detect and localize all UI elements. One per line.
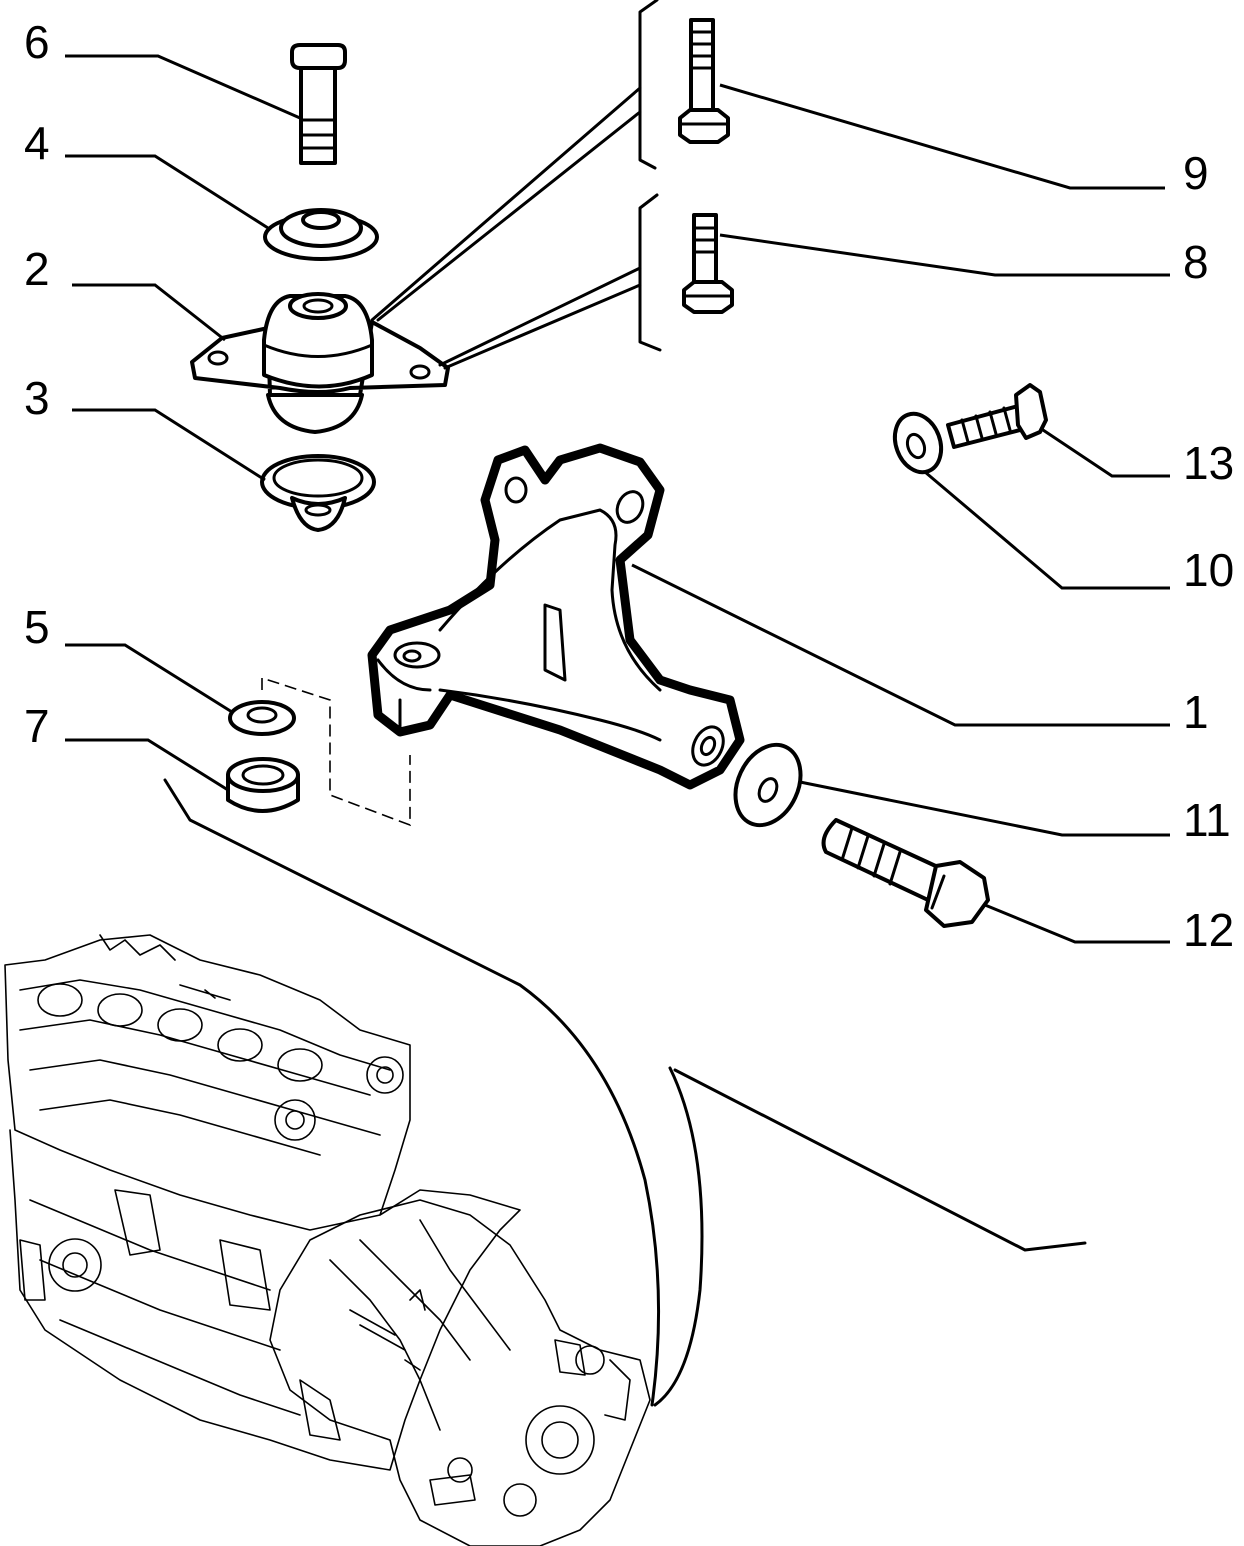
engine-leader-line	[673, 1068, 1087, 1252]
callout-8: 8	[1183, 236, 1209, 288]
mount-leader-upper-b	[376, 110, 642, 322]
mount-leader-upper-a	[370, 86, 642, 322]
part-4-cap-washer	[263, 208, 379, 261]
leader-11	[799, 780, 1170, 837]
leader-8	[719, 233, 1170, 277]
part-11-washer	[733, 742, 803, 828]
mount-leader-lower-a	[438, 266, 642, 367]
leader-9	[719, 83, 1165, 190]
part-5-washer	[228, 700, 296, 736]
leader-5	[65, 643, 233, 714]
engine-leader-curve-right	[653, 1066, 704, 1407]
callout-2: 2	[24, 243, 50, 295]
bracket-upper	[638, 0, 659, 170]
part-7-bushing	[226, 757, 300, 813]
part-2-engine-mount	[190, 292, 450, 434]
part-8-bolt	[682, 213, 734, 314]
callout-10: 10	[1183, 544, 1234, 596]
leader-4	[65, 154, 269, 230]
callout-6: 6	[24, 16, 50, 68]
callout-13: 13	[1183, 437, 1234, 489]
leader-2	[72, 283, 226, 342]
callout-9: 9	[1183, 147, 1209, 199]
part-10-washer	[892, 411, 944, 475]
callout-1: 1	[1183, 686, 1209, 738]
callout-4: 4	[24, 117, 50, 169]
part-13-bolt	[946, 383, 1048, 449]
leader-6	[65, 54, 301, 120]
callout-12: 12	[1183, 904, 1234, 956]
part-1-support-arm	[367, 443, 745, 790]
leader-7	[65, 738, 229, 792]
part-5-assembly-line	[261, 676, 411, 827]
engine-illustration	[4, 934, 651, 1546]
part-9-bolt	[678, 18, 730, 144]
mount-leader-lower-b	[443, 283, 642, 370]
callout-3: 3	[24, 372, 50, 424]
callout-7: 7	[24, 700, 50, 752]
bracket-lower	[638, 193, 662, 352]
part-6-bolt	[290, 43, 347, 165]
leader-3	[72, 408, 266, 482]
part-3-lower-cup	[260, 454, 376, 532]
callout-5: 5	[24, 601, 50, 653]
leader-10	[924, 470, 1170, 590]
part-12-bolt	[821, 818, 990, 928]
leader-13	[1039, 426, 1170, 478]
leader-1	[631, 563, 1170, 727]
leader-12	[984, 903, 1170, 944]
engine-leader-curve-left	[163, 778, 661, 1407]
callout-11: 11	[1183, 794, 1231, 846]
